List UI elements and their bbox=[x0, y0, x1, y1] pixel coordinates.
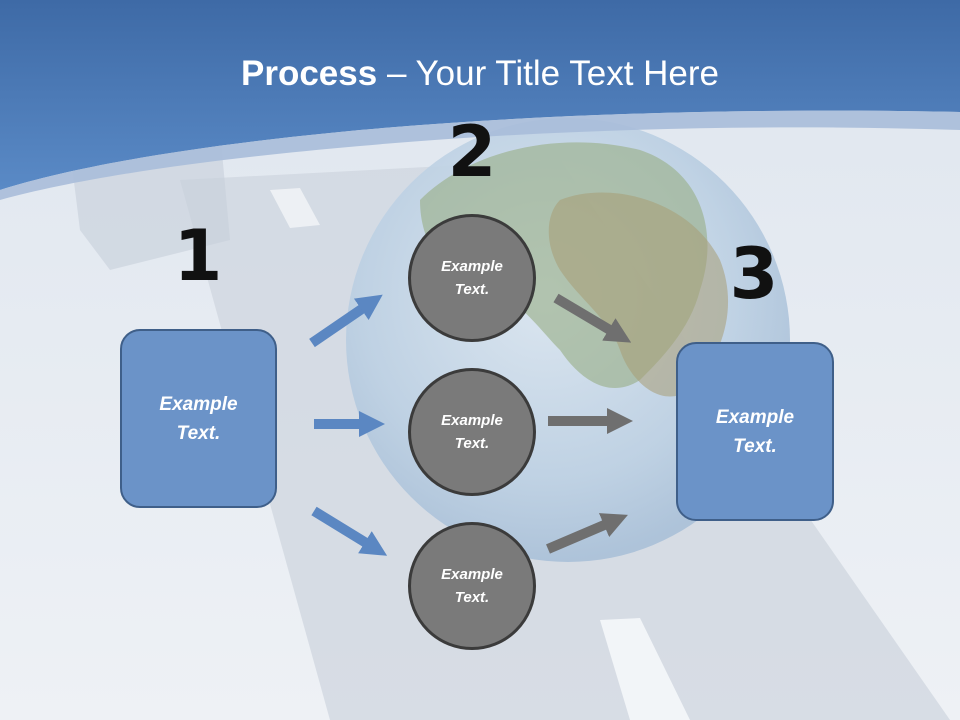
title-rest: – Your Title Text Here bbox=[377, 54, 719, 93]
circle-bottom[interactable]: Example Text. bbox=[408, 522, 536, 650]
circle-top[interactable]: Example Text. bbox=[408, 214, 536, 342]
circle-top-line2: Text. bbox=[454, 281, 490, 298]
left-box-line1: Example bbox=[159, 393, 238, 415]
circle-middle-line2: Text. bbox=[454, 435, 490, 452]
step-number-2: 2 bbox=[447, 111, 497, 193]
circle-top-line1: Example bbox=[441, 258, 503, 275]
page-title: Process – Your Title Text Here bbox=[0, 52, 960, 96]
circle-middle-line1: Example bbox=[441, 412, 503, 429]
header-band bbox=[0, 0, 960, 190]
left-box-line2: Text. bbox=[176, 422, 221, 444]
circle-bottom-line2: Text. bbox=[454, 589, 490, 606]
right-box-line1: Example bbox=[715, 406, 795, 428]
step-number-3: 3 bbox=[729, 233, 779, 315]
left-box[interactable]: Example Text. bbox=[120, 329, 277, 508]
right-box[interactable]: Example Text. bbox=[676, 342, 834, 521]
circle-bottom-line1: Example bbox=[441, 566, 503, 583]
circle-middle[interactable]: Example Text. bbox=[408, 368, 536, 496]
step-number-1: 1 bbox=[173, 215, 223, 297]
right-box-line2: Text. bbox=[733, 435, 777, 457]
title-strong: Process bbox=[241, 54, 378, 93]
